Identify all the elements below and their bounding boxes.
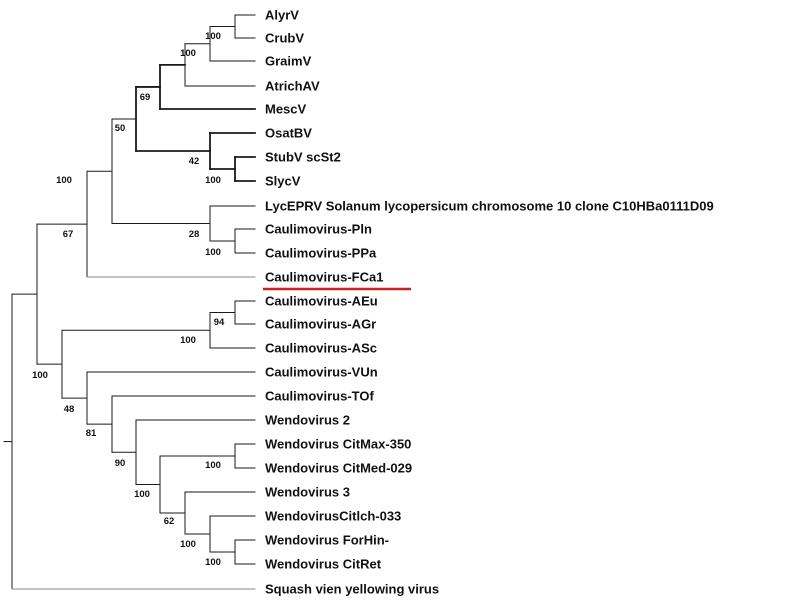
leaf-label: LycEPRV Solanum lycopersicum chromosome …	[265, 199, 714, 214]
leaf-label: MescV	[265, 102, 307, 117]
bootstrap-value: 28	[189, 229, 200, 240]
bootstrap-value: 42	[189, 156, 200, 167]
leaf-label: AlyrV	[265, 8, 299, 23]
leaf-label: Wendovirus 3	[265, 485, 350, 500]
leaf-label: CrubV	[265, 31, 304, 46]
bootstrap-value: 100	[205, 31, 221, 42]
leaf-label: Caulimovirus-AGr	[265, 317, 376, 332]
leaf-label: Caulimovirus-AEu	[265, 294, 378, 309]
bootstrap-value: 100	[32, 370, 48, 381]
bootstrap-value: 100	[205, 175, 221, 186]
leaf-label: StubV scSt2	[265, 150, 341, 165]
bootstrap-value: 81	[86, 428, 97, 439]
bootstrap-value: 100	[180, 335, 196, 346]
bootstrap-value: 100	[134, 489, 150, 500]
bootstrap-value: 100	[205, 557, 221, 568]
bootstrap-value: 90	[115, 458, 126, 469]
bootstrap-value: 67	[63, 229, 74, 240]
leaf-label: Caulimovirus-ASc	[265, 341, 377, 356]
leaf-label: Caulimovirus-PPa	[265, 246, 377, 261]
leaf-label: Caulimovirus-VUn	[265, 365, 378, 380]
leaf-label: Wendovirus CitMed-029	[265, 461, 412, 476]
leaf-label: Wendovirus ForHin-	[265, 533, 389, 548]
tree-leaf-labels: AlyrV CrubV GraimV AtrichAV MescV OsatBV StubV…	[263, 8, 714, 597]
bootstrap-value: 94	[214, 317, 225, 328]
bootstrap-value: 50	[115, 123, 126, 134]
leaf-label: Caulimovirus-Pln	[265, 222, 372, 237]
bootstrap-value: 69	[140, 92, 151, 103]
leaf-label: SlycV	[265, 174, 301, 189]
bootstrap-value: 100	[56, 175, 72, 186]
leaf-label: OsatBV	[265, 126, 312, 141]
bootstrap-value: 100	[180, 48, 196, 59]
leaf-label: Wendovirus CitRet	[265, 557, 382, 572]
leaf-label: AtrichAV	[265, 79, 320, 94]
leaf-label: GraimV	[265, 54, 312, 69]
bootstrap-value: 100	[205, 460, 221, 471]
bootstrap-value: 48	[64, 404, 75, 415]
leaf-label: Wendovirus CitMax-350	[265, 437, 411, 452]
leaf-label: Squash vien yellowing virus	[265, 582, 439, 597]
bootstrap-value: 62	[164, 516, 175, 527]
leaf-label: WendovirusCitlch-033	[265, 509, 401, 524]
leaf-label: Caulimovirus-FCa1	[265, 270, 383, 285]
leaf-label: Caulimovirus-TOf	[265, 389, 375, 404]
leaf-label: Wendovirus 2	[265, 413, 350, 428]
tree-bootstrap-values: 100 100 69 50 42 100 100 28 100 67 94 100 100 48 81 90 1…	[32, 31, 225, 568]
bootstrap-value: 100	[205, 247, 221, 258]
tree-branches	[3, 14, 256, 590]
bootstrap-value: 100	[180, 539, 196, 550]
